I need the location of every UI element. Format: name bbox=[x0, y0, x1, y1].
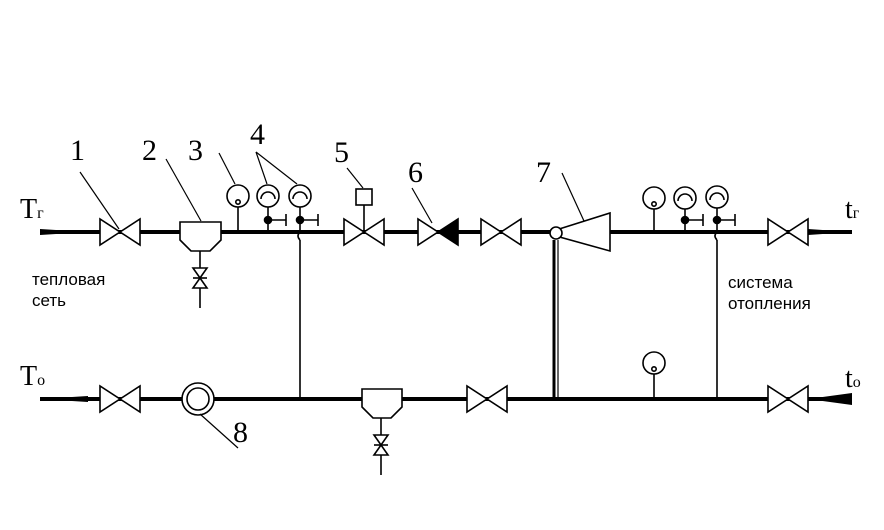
label-return-in-base: t bbox=[845, 363, 853, 394]
label-supply-in-sub: г bbox=[37, 205, 44, 222]
mud-collector-return bbox=[361, 388, 403, 475]
heat-network-label: тепловая сеть bbox=[32, 269, 105, 311]
inlet-arrow bbox=[40, 229, 88, 235]
bypass-pipe-right bbox=[714, 231, 718, 399]
label-supply-out-base: t bbox=[845, 194, 853, 225]
label-supply-in: Tг bbox=[20, 196, 44, 224]
gate-valve-1 bbox=[99, 217, 141, 247]
callout-7: 7 bbox=[536, 156, 551, 189]
heat-network-line2: сеть bbox=[32, 291, 67, 310]
regulator-actuator bbox=[355, 188, 373, 232]
label-supply-in-base: T bbox=[20, 194, 38, 225]
outlet-arrow-left bbox=[40, 396, 88, 402]
label-return-in: tо bbox=[845, 365, 861, 393]
gate-valve-return-mid bbox=[466, 384, 508, 414]
thermometer-supply bbox=[226, 184, 250, 232]
pressure-gauge-left-b bbox=[288, 184, 319, 232]
label-supply-out-sub: г bbox=[852, 205, 860, 222]
callout-2: 2 bbox=[142, 134, 157, 167]
label-supply-out: tг bbox=[845, 196, 859, 224]
pressure-gauge-left-a bbox=[256, 184, 287, 232]
heating-system-label: система отопления bbox=[728, 272, 811, 314]
gate-valve-supply-mid bbox=[343, 217, 385, 247]
pressure-gauge-right-b bbox=[705, 185, 736, 232]
label-return-out-sub: о bbox=[37, 372, 46, 389]
callout-3: 3 bbox=[188, 134, 203, 167]
bypass-pipe-left bbox=[297, 231, 301, 399]
callout-1: 1 bbox=[70, 134, 85, 167]
gate-valve-supply-pre-pump bbox=[480, 217, 522, 247]
mud-collector-supply bbox=[179, 221, 222, 308]
callout-6: 6 bbox=[408, 156, 423, 189]
label-return-out-base: T bbox=[20, 361, 38, 392]
pressure-gauge-right-a bbox=[673, 186, 704, 232]
callout-5: 5 bbox=[334, 136, 349, 169]
heating-system-line1: система bbox=[728, 273, 793, 292]
inlet-arrow-return bbox=[808, 393, 852, 405]
callout-8: 8 bbox=[233, 416, 248, 449]
callout-4: 4 bbox=[250, 118, 265, 151]
leader-lines bbox=[79, 151, 585, 449]
heating-system-line2: отопления bbox=[728, 294, 811, 313]
gate-valve-supply-out bbox=[767, 217, 809, 247]
heat-network-line1: тепловая bbox=[32, 270, 106, 289]
gate-valve-return-in bbox=[767, 384, 809, 414]
label-return-in-sub: о bbox=[852, 374, 861, 391]
mixing-pipe bbox=[552, 240, 559, 397]
thermometer-heating bbox=[642, 186, 666, 232]
outlet-arrow-right bbox=[808, 229, 852, 235]
heat-meter bbox=[181, 382, 215, 416]
gate-valve-return-out bbox=[99, 384, 141, 414]
jet-pump bbox=[549, 211, 611, 253]
label-return-out: Tо bbox=[20, 363, 45, 391]
check-valve bbox=[417, 217, 459, 247]
thermometer-return bbox=[642, 351, 666, 399]
